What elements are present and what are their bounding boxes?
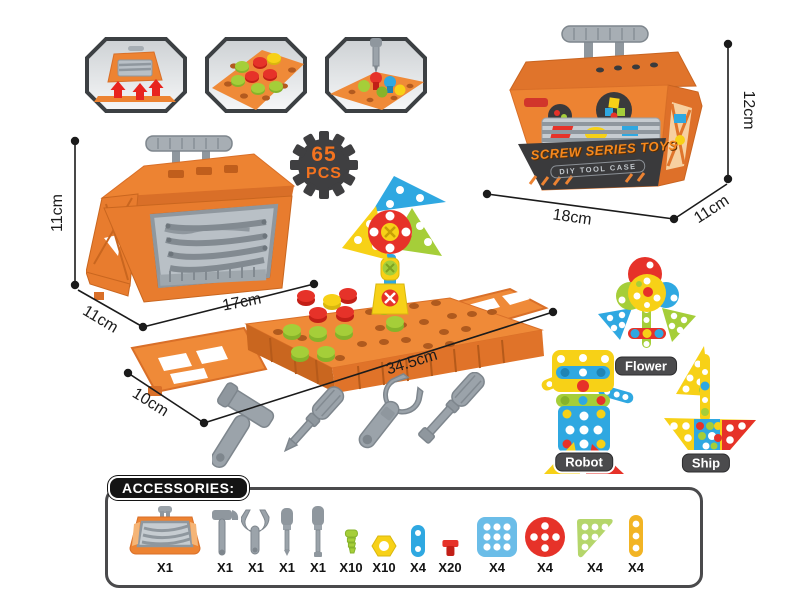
piece-count-badge: 65 PCS [288,128,360,207]
accessory-qty: X4 [537,560,553,575]
open-case-photo [85,124,301,314]
peg-icon [438,504,461,558]
accessory-nut: X10 [371,504,397,575]
round-plate-icon [524,504,566,558]
flower-model-photo [592,252,708,369]
tools-image [210,371,485,468]
flower-label: Flower [615,356,677,376]
windmill-model-image [342,176,446,315]
hammer-icon [210,504,240,558]
ship-label: Ship [681,453,731,473]
screwdriving-icon [325,37,427,113]
accessory-qty: X1 [217,560,233,575]
piece-count-number: 65 [311,143,337,166]
ship-model-image [664,346,756,450]
accessory-hammer: X1 [210,504,240,575]
accessory-peg: X20 [438,504,462,575]
callout-case-assembly [84,36,188,119]
accessory-wrench: X1 [241,504,271,575]
dim-closed-case-width: 18cm [551,206,593,229]
dim-open-case-height: 11cm [49,194,66,232]
robot-model-photo [528,338,640,481]
flower-model-image [598,257,696,348]
open-case-image [85,135,296,303]
accessories-panel: ACCESSORIES: X1 [105,478,703,588]
callout-pegboard [204,36,308,119]
accessory-link-plate: X4 [410,504,426,575]
robot-model-image [541,350,634,474]
robot-label: Robot [555,452,613,472]
callout-screwdriving [324,36,428,119]
accessory-tool-case: X1 [128,504,202,575]
accessories-title: ACCESSORIES: [110,478,247,498]
screwdriver-icon [276,504,298,558]
screwdriver-icon [283,386,345,453]
accessory-qty: X1 [279,560,295,575]
accessory-qty: X4 [489,560,505,575]
accessory-qty: X4 [587,560,603,575]
link-plate-icon [410,504,426,558]
accessory-triangle-plate: X4 [573,504,617,575]
nut-icon [371,504,397,558]
piece-count-unit: PCS [306,165,342,182]
accessory-screwdriver-long: X1 [307,504,329,575]
accessory-qty: X10 [339,560,363,575]
accessory-strip-plate: X4 [628,504,644,575]
tools-photo [210,371,512,489]
wrench-icon [358,372,424,449]
case-open-arrows-icon [85,37,187,113]
screwdriver-icon [307,504,329,558]
accessory-qty: X20 [438,560,462,575]
ship-model-photo [658,342,762,467]
accessory-round-plate: X4 [524,504,566,575]
tool-case-icon [128,504,202,558]
accessory-screwdriver-short: X1 [276,504,298,575]
closed-case-photo: SCREW SERIES TOYS DIY TOOL CASE [496,18,711,208]
accessory-screw: X10 [339,504,363,575]
accessory-square-plate: X4 [476,504,518,575]
square-plate-icon [476,504,518,558]
windmill-model-photo [328,168,478,323]
accessory-qty: X1 [310,560,326,575]
closed-case-image [509,25,703,191]
triangle-plate-icon [573,504,617,558]
screw-icon [339,504,362,558]
accessory-qty: X4 [628,560,644,575]
wrench-icon [241,504,271,558]
pegboard-pegs-icon [205,37,307,113]
hammer-icon [210,382,275,468]
accessory-qty: X1 [157,560,173,575]
dim-closed-case-height: 12cm [740,90,757,130]
gear-icon [290,131,358,199]
accessory-qty: X10 [372,560,396,575]
accessory-qty: X1 [248,560,264,575]
strip-plate-icon [628,504,644,558]
screwdriver-icon [418,371,485,444]
accessory-qty: X4 [410,560,426,575]
